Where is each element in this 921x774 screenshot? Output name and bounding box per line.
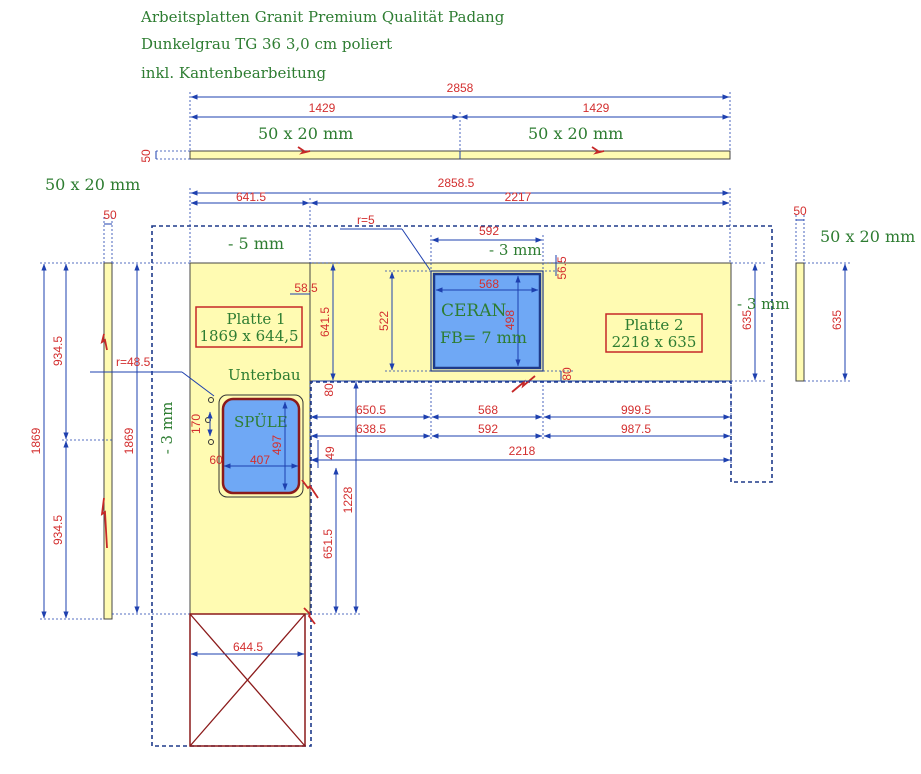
spuele-outer — [218, 394, 304, 498]
dim-60: 60 — [209, 453, 223, 467]
dim-650-5: 650.5 — [356, 403, 386, 417]
platte-1-label-box — [195, 306, 303, 348]
dim-568-mid: 568 — [478, 403, 498, 417]
label-r5: r=5 — [357, 213, 375, 227]
dim-635-far: 635 — [830, 310, 844, 330]
dim-1429-right: 1429 — [583, 101, 610, 115]
spuele-cutout — [221, 397, 301, 495]
label-minus-3-right: - 3 mm — [737, 295, 790, 313]
dim-999-5: 999.5 — [621, 403, 651, 417]
dim-50-top: 50 — [139, 149, 153, 163]
platte-2-size: 2218 x 635 — [612, 333, 697, 351]
label-edge-left: 50 x 20 mm — [45, 175, 140, 194]
label-edge-right: 50 x 20 mm — [820, 227, 915, 246]
dim-651-5: 651.5 — [321, 529, 335, 559]
dim-1869-inner: 1869 — [122, 427, 136, 454]
dim-1228: 1228 — [341, 486, 355, 513]
dim-2217: 2217 — [505, 190, 532, 204]
dim-1869-outer: 1869 — [29, 427, 43, 454]
label-ceran: CERAN — [441, 301, 506, 321]
label-minus-3-left: - 3 mm — [158, 402, 176, 455]
edge-strip-right — [795, 262, 805, 382]
dim-80-corner: 80 — [322, 383, 336, 397]
dim-498: 498 — [503, 310, 517, 330]
dim-58-5: 58.5 — [294, 281, 318, 295]
dim-987-5: 987.5 — [621, 422, 651, 436]
dim-592-top: 592 — [479, 224, 499, 238]
platte-1-size: 1869 x 644,5 — [199, 327, 298, 345]
dim-635-right: 635 — [740, 310, 754, 330]
dim-50-right: 50 — [793, 204, 807, 218]
label-fb: FB= 7 mm — [440, 328, 527, 347]
edge-strip-left — [103, 262, 113, 620]
platte-2-title: Platte 2 — [624, 316, 683, 334]
dim-592-mid: 592 — [478, 422, 498, 436]
dim-497: 497 — [270, 435, 284, 455]
label-spuele: SPÜLE — [234, 413, 288, 431]
dim-1429-left: 1429 — [309, 101, 336, 115]
dim-50-left: 50 — [103, 208, 117, 222]
dim-2858: 2858 — [447, 81, 474, 95]
ceran-outer — [430, 270, 544, 372]
header-line-2: Dunkelgrau TG 36 3,0 cm poliert — [141, 35, 392, 53]
dim-934-5-lower: 934.5 — [51, 515, 65, 545]
dim-568-top: 568 — [479, 277, 499, 291]
dim-641-5-v: 641.5 — [318, 307, 332, 337]
label-minus-5: - 5 mm — [228, 234, 284, 253]
dim-2218: 2218 — [509, 444, 536, 458]
dim-56-5: 56.5 — [555, 256, 569, 280]
label-r48: r=48.5 — [116, 355, 151, 369]
crossed-area — [189, 613, 306, 747]
dim-170: 170 — [189, 414, 203, 434]
header-line-1: Arbeitsplatten Granit Premium Qualität P… — [140, 8, 505, 26]
label-edge-top-right: 50 x 20 mm — [528, 124, 623, 143]
dim-407: 407 — [250, 453, 270, 467]
label-unterbau: Unterbau — [228, 366, 301, 384]
label-edge-top-left: 50 x 20 mm — [258, 124, 353, 143]
dim-641-5-top: 641.5 — [236, 190, 266, 204]
header-line-3: inkl. Kantenbearbeitung — [141, 64, 326, 82]
dim-80-ceran: 80 — [560, 367, 574, 381]
dim-934-5-upper: 934.5 — [51, 336, 65, 366]
dim-644-5: 644.5 — [233, 640, 263, 654]
dim-522: 522 — [377, 311, 391, 331]
platte-1-title: Platte 1 — [226, 310, 285, 328]
label-minus-3-top: - 3 mm — [489, 241, 542, 259]
dim-638-5: 638.5 — [356, 422, 386, 436]
dim-2858-5: 2858.5 — [438, 176, 475, 190]
platte-2-label-box — [605, 313, 703, 353]
dim-49: 49 — [323, 446, 337, 460]
